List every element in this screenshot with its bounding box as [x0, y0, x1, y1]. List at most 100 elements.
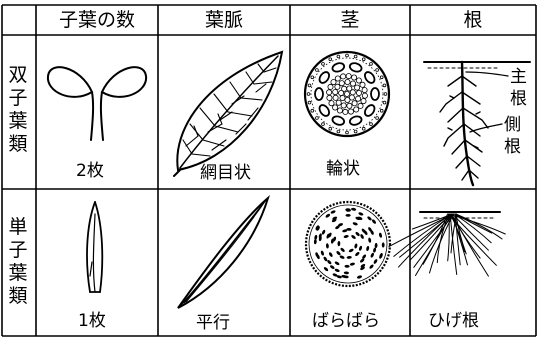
scattered-bundle — [381, 242, 385, 248]
scattered-bundle — [328, 232, 332, 238]
caption-parallel-veins: 平行 — [196, 313, 230, 333]
cortex-cell — [382, 83, 387, 88]
cortex-cell — [310, 108, 315, 113]
scattered-bundle — [358, 245, 363, 251]
scattered-bundle — [374, 242, 378, 249]
pith-cell — [338, 80, 345, 87]
pith-cell — [340, 73, 347, 80]
pith-cell — [353, 106, 360, 113]
caption-fibrous-roots: ひげ根 — [428, 311, 479, 331]
pith-cell — [342, 108, 349, 115]
scattered-bundle — [323, 256, 328, 262]
fibrous-root — [449, 213, 465, 253]
scattered-bundle — [315, 225, 320, 231]
pith-cell — [346, 85, 353, 92]
scattered-bundle — [360, 266, 365, 271]
scattered-bundle — [336, 275, 342, 279]
cortex-cell — [375, 68, 379, 72]
dicot-stem-ring-bundles-drawing — [303, 50, 391, 138]
scattered-bundle — [348, 248, 354, 253]
scattered-bundle — [357, 216, 363, 220]
scattered-bundle — [368, 237, 372, 243]
scattered-bundle — [355, 231, 360, 237]
header-root: 根 — [463, 9, 483, 31]
table-grid — [1, 4, 537, 337]
annotation-char: 根 — [504, 137, 521, 157]
vascular-bundle — [314, 87, 324, 101]
cortex-cell — [369, 62, 373, 66]
header-leaf-veins: 葉脈 — [204, 9, 243, 31]
row-label-char: 葉 — [8, 110, 28, 132]
scattered-bundle — [313, 239, 317, 245]
vascular-bundle — [318, 71, 330, 84]
scattered-bundle — [345, 213, 351, 217]
fibrous-root — [447, 213, 506, 235]
pith-cell — [328, 100, 335, 107]
scattered-bundle — [330, 210, 336, 214]
scattered-bundle — [321, 229, 326, 235]
pith-cell — [355, 77, 362, 84]
scattered-bundle — [373, 259, 378, 264]
fibrous-root — [454, 213, 493, 234]
pith-cell — [346, 102, 353, 109]
annotation-char: 主 — [510, 67, 527, 87]
cortex-cell — [307, 83, 312, 88]
dicot-cotyledon-drawing — [46, 66, 148, 141]
row-label-char: 類 — [8, 285, 28, 307]
fibrous-root — [455, 213, 503, 240]
pith-cell — [341, 85, 348, 92]
cortex-cell — [383, 92, 388, 96]
row-label-monocots: 単 子 葉 類 — [4, 216, 32, 308]
pith-cell — [348, 94, 355, 101]
scattered-bundle — [320, 250, 324, 256]
pith-cell — [345, 73, 352, 80]
pith-cell — [338, 90, 345, 97]
fibrous-root — [454, 213, 461, 266]
scattered-bundle — [340, 247, 345, 252]
annotation-side-root: 側 根 — [504, 114, 521, 158]
row-label-char: 双 — [8, 64, 28, 86]
pith-cell — [334, 83, 341, 90]
scattered-bundle — [366, 245, 370, 252]
monocot-leaf-parallel-veins-drawing — [177, 195, 270, 309]
cortex-cell — [328, 57, 333, 62]
scattered-bundle — [346, 255, 352, 259]
cortex-cell — [345, 130, 349, 135]
pith-cell — [332, 94, 339, 101]
scattered-bundle — [351, 235, 356, 239]
fibrous-root — [451, 213, 489, 251]
pith-cell — [357, 102, 364, 109]
vascular-bundle — [348, 62, 363, 73]
header-stem: 茎 — [340, 9, 360, 31]
scattered-bundle — [336, 250, 341, 256]
scattered-bundle — [344, 264, 350, 268]
pith-cell — [332, 89, 339, 96]
scattered-bundle — [363, 230, 368, 236]
fibrous-root — [413, 213, 454, 268]
cortex-cell — [353, 129, 358, 134]
vascular-bundle — [364, 104, 376, 117]
vascular-bundle — [331, 115, 346, 126]
scattered-bundle — [370, 252, 374, 258]
cortex-cell — [361, 57, 366, 62]
scattered-bundle — [368, 227, 372, 232]
row-label-char: 葉 — [8, 262, 28, 284]
pith-cell — [349, 80, 356, 87]
scattered-bundle — [354, 243, 358, 249]
pith-cell — [335, 99, 342, 106]
cortex-cell — [379, 108, 384, 113]
scattered-bundle — [373, 247, 377, 253]
scattered-bundle — [369, 264, 374, 269]
cortex-cell — [306, 92, 311, 96]
scattered-bundle — [379, 253, 383, 259]
cortex-cell — [321, 122, 325, 126]
scattered-bundle — [332, 216, 338, 221]
pith-cell — [339, 95, 346, 102]
fibrous-root — [436, 213, 450, 264]
pith-cell — [359, 81, 366, 88]
scattered-bundle — [316, 254, 320, 260]
scattered-bundle — [367, 216, 372, 221]
scattered-bundle — [352, 222, 358, 226]
pith-cell — [340, 102, 347, 109]
